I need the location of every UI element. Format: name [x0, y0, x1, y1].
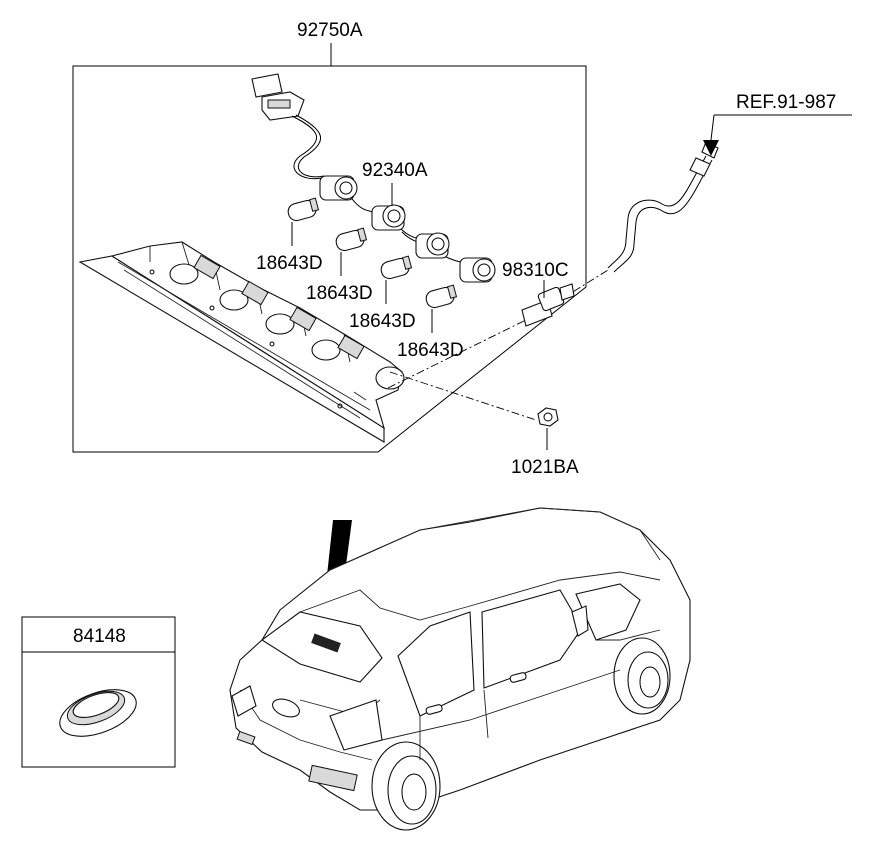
reference-arrow-icon: [703, 114, 852, 156]
label-reference: REF.91-987: [736, 92, 836, 113]
label-inset-part: 84148: [73, 626, 126, 647]
bulb-icon: [380, 255, 413, 304]
guide-line: [387, 315, 535, 389]
label-bulb-4: 18643D: [397, 340, 464, 361]
bulb-icon: [425, 284, 458, 333]
high-mount-stop-lamp-icon: [78, 241, 405, 443]
label-nut: 1021BA: [511, 457, 579, 478]
grommet-plug-icon: [59, 689, 137, 737]
bulb-icon: [335, 227, 368, 276]
nut-icon: [537, 407, 559, 450]
wiring-harness-icon: [251, 73, 496, 283]
hatchback-car-icon: [229, 507, 691, 831]
bulb-icon: [287, 197, 320, 246]
assembly-frame: [72, 43, 587, 453]
label-bulb-3: 18643D: [349, 311, 416, 332]
label-bulb-1: 18643D: [256, 253, 323, 274]
label-bulb-2: 18643D: [306, 283, 373, 304]
guide-line: [559, 269, 609, 301]
label-assembly: 92750A: [297, 20, 363, 41]
guide-line: [389, 371, 537, 421]
washer-nozzle-icon: [521, 280, 575, 327]
washer-hose-icon: [607, 141, 719, 273]
inset-box: [21, 616, 176, 768]
label-nozzle: 98310C: [502, 260, 569, 281]
label-harness: 92340A: [362, 160, 428, 181]
